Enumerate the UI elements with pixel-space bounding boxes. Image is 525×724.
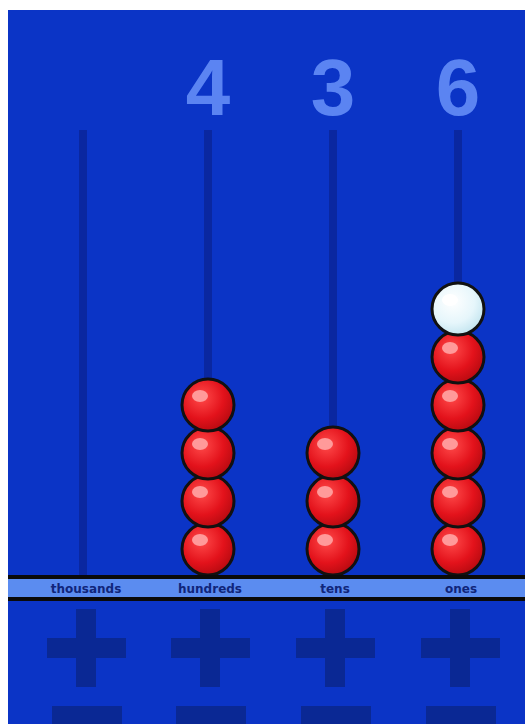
plus-symbol	[450, 609, 470, 687]
column-label: tens	[320, 583, 350, 595]
base-line	[8, 597, 525, 601]
column-label: ones	[445, 583, 477, 595]
column-label: thousands	[51, 583, 122, 595]
red-bead	[432, 331, 484, 383]
red-bead	[307, 427, 359, 479]
white-bead	[432, 283, 484, 335]
red-bead	[432, 427, 484, 479]
abacus-rod	[79, 130, 87, 578]
red-bead	[182, 523, 234, 575]
base-line	[8, 575, 525, 579]
plus-buttons	[47, 609, 500, 687]
label-band	[8, 579, 525, 597]
background-panel	[8, 10, 525, 724]
red-bead	[182, 475, 234, 527]
red-bead	[307, 475, 359, 527]
red-bead	[182, 379, 234, 431]
plus-symbol	[325, 609, 345, 687]
minus-symbol	[52, 706, 122, 724]
plus-symbol	[200, 609, 220, 687]
minus-symbol	[176, 706, 246, 724]
red-bead	[307, 523, 359, 575]
minus-symbol	[301, 706, 371, 724]
red-bead	[432, 523, 484, 575]
place-value-digit: 6	[436, 48, 481, 128]
minus-buttons	[52, 706, 496, 724]
place-value-digit: 4	[186, 48, 231, 128]
plus-symbol	[76, 609, 96, 687]
minus-symbol	[426, 706, 496, 724]
column-label: hundreds	[178, 583, 242, 595]
red-bead	[432, 475, 484, 527]
place-value-digit: 3	[311, 48, 356, 128]
red-bead	[182, 427, 234, 479]
red-bead	[432, 379, 484, 431]
